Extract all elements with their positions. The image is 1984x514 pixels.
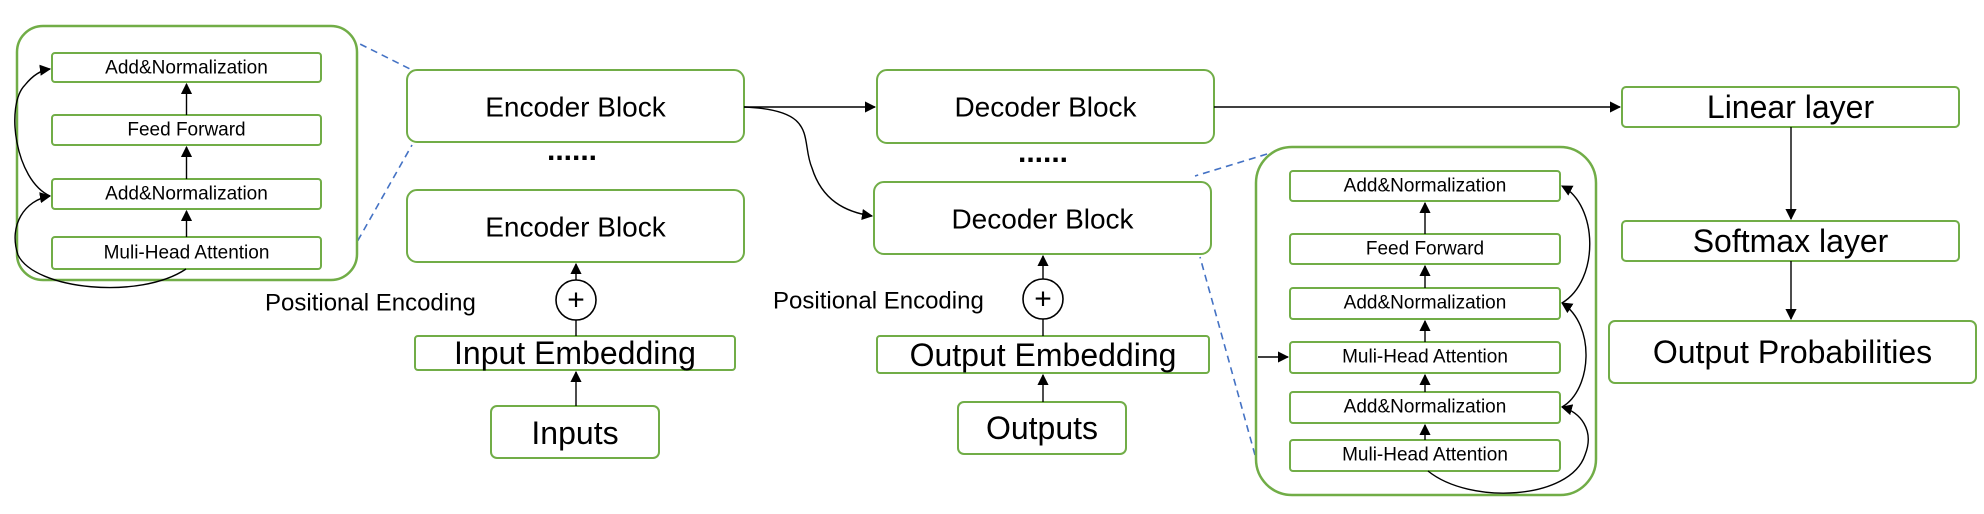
input-embedding-label: Input Embedding xyxy=(454,335,696,371)
decoder-self-attention-label: Muli-Head Attention xyxy=(1342,445,1508,466)
decoder-positional-encoding-label: Positional Encoding xyxy=(773,288,984,315)
encoder-add-norm-bottom-label: Add&Normalization xyxy=(105,184,268,205)
output-probabilities-label: Output Probabilities xyxy=(1653,334,1932,370)
decoder-residual-arrow-2 xyxy=(1561,302,1587,408)
inputs-box xyxy=(490,405,660,459)
encoder-adder-symbol: + xyxy=(567,284,585,317)
encoder-ellipsis: ...... xyxy=(547,134,597,167)
encoder-add-norm-top-box xyxy=(51,52,322,83)
decoder-residual-arrow-3 xyxy=(1561,185,1591,304)
encoder-residual-arrow-2 xyxy=(14,64,52,197)
decoder-residual-arrow-1 xyxy=(1427,404,1589,494)
decoder-zoom-line-bottom xyxy=(1199,256,1256,456)
inputs-label: Inputs xyxy=(531,415,618,451)
decoder-add-norm-2-label: Add&Normalization xyxy=(1344,293,1507,314)
decoder-cross-attention-label: Muli-Head Attention xyxy=(1342,347,1508,368)
encoder-block-bottom-label: Encoder Block xyxy=(485,212,667,243)
encoder-positional-encoding-label: Positional Encoding xyxy=(265,290,476,317)
decoder-ellipsis: ...... xyxy=(1018,136,1068,169)
decoder-add-norm-3-box xyxy=(1289,170,1561,202)
outputs-box xyxy=(957,401,1127,455)
decoder-add-norm-3-label: Add&Normalization xyxy=(1344,176,1507,197)
encoder-detail-panel: Add&Normalization Feed Forward Add&Norma… xyxy=(14,24,359,289)
decoder-block-bottom-label: Decoder Block xyxy=(951,204,1134,235)
encoder-attention-label: Muli-Head Attention xyxy=(104,243,270,264)
outputs-label: Outputs xyxy=(986,410,1098,446)
decoder-add-norm-1-label: Add&Normalization xyxy=(1344,397,1507,418)
input-embedding-box xyxy=(414,335,736,371)
linear-layer-label: Linear layer xyxy=(1707,89,1875,125)
encoder-residual-arrow-1 xyxy=(14,192,187,289)
softmax-layer-label: Softmax layer xyxy=(1693,223,1889,259)
decoder-block-top-label: Decoder Block xyxy=(954,92,1137,123)
encoder-block-top-label: Encoder Block xyxy=(485,92,667,123)
encoder-feed-forward-label: Feed Forward xyxy=(127,120,245,141)
encoder-block-bottom-box xyxy=(406,189,745,263)
decoder-block-bottom-box xyxy=(873,181,1212,255)
output-probabilities-box xyxy=(1608,320,1977,384)
decoder-feed-forward-label: Feed Forward xyxy=(1366,239,1484,260)
encoder-add-norm-top-label: Add&Normalization xyxy=(105,58,268,79)
decoder-detail-panel: Add&Normalization Feed Forward Add&Norma… xyxy=(1254,145,1598,497)
encoder-block-top-box xyxy=(406,69,745,143)
output-embedding-label: Output Embedding xyxy=(910,337,1177,373)
arrow-encoder-to-decoder-bottom xyxy=(743,106,874,221)
decoder-adder-symbol: + xyxy=(1034,283,1052,316)
